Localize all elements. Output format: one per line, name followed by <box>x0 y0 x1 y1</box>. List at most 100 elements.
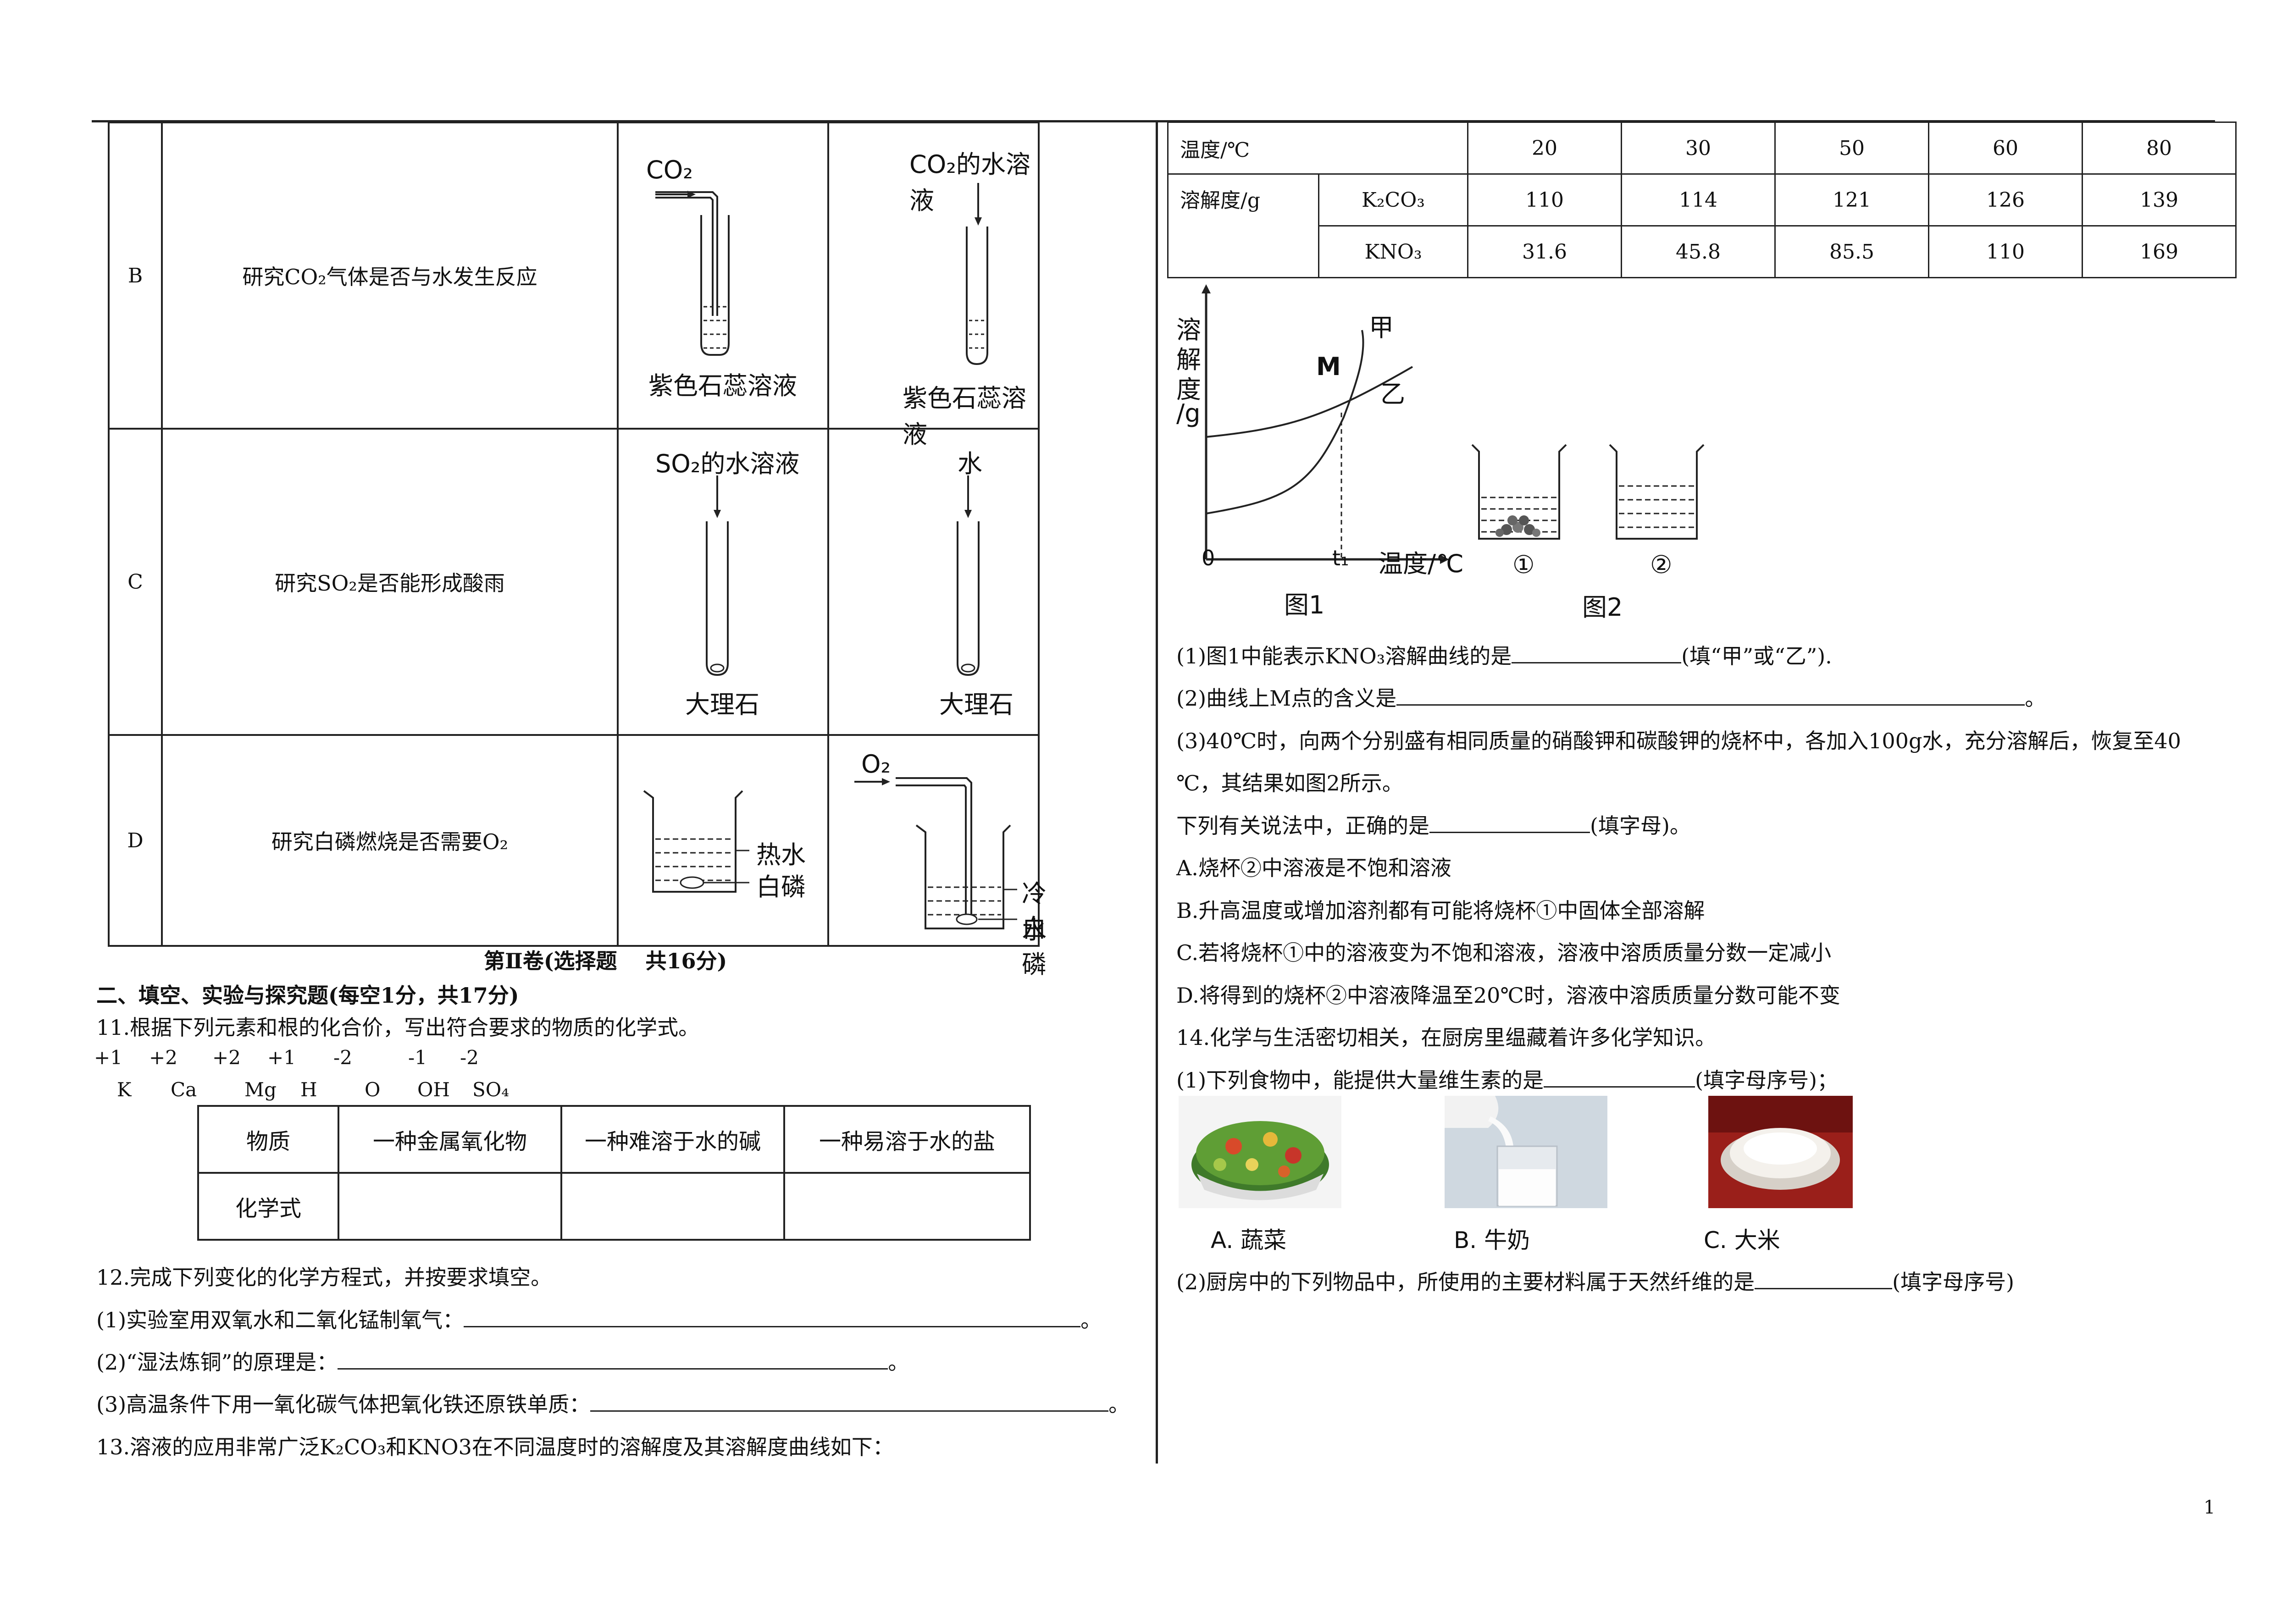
q14-q1-blank[interactable] <box>1544 1086 1695 1088</box>
q12-item-1: (1)实验室用双氧水和二氧化锰制氧气：。 <box>96 1304 1102 1334</box>
q12-blank-3[interactable] <box>590 1410 1109 1412</box>
solubility-curve-figure <box>1202 284 1449 564</box>
symbol-ca: Ca <box>171 1078 197 1101</box>
co2-solution-label: CO₂的水溶液 <box>909 150 1030 215</box>
hot-water-beaker <box>643 790 749 893</box>
water-label: 水 <box>958 449 982 478</box>
figure-c-left: SO₂的水溶液 大理石 <box>617 428 829 736</box>
o2-label: O₂ <box>861 750 891 779</box>
valence-ca: +2 <box>149 1046 177 1069</box>
q13-q1-tail: (填“甲”或“乙”). <box>1681 644 1832 668</box>
row-label-c: C <box>108 428 163 736</box>
temp-2: 30 <box>1621 122 1776 175</box>
q13-q3-ask-text: 下列有关说法中，正确的是 <box>1176 813 1429 838</box>
figure-d-right: O₂ 冷水 白磷 <box>827 734 1047 979</box>
q14-q2: (2)厨房中的下列物品中，所使用的主要材料属于天然纤维的是 (填字母序号) <box>1176 1265 2014 1296</box>
symbol-h: H <box>300 1078 317 1101</box>
co2-label: CO₂ <box>646 155 693 184</box>
q12-item-3-text: (3)高温条件下用一氧化碳气体把氧化铁还原铁单质： <box>96 1392 591 1417</box>
page-number: 1 <box>2204 1497 2215 1518</box>
q13-q1-blank[interactable] <box>1512 662 1682 663</box>
q13-q2-text: (2)曲线上M点的含义是 <box>1176 686 1397 711</box>
food-label-c: C. 大米 <box>1704 1227 1780 1254</box>
curve-label-jia: 甲 <box>1369 313 1394 342</box>
ylabel-char-4: /g <box>1176 399 1201 428</box>
beaker-2 <box>1609 444 1705 540</box>
litmus-label-2: 紫色石蕊溶液 <box>903 384 1026 449</box>
q14-q2-blank[interactable] <box>1755 1288 1893 1289</box>
header-soluble-salt: 一种易溶于水的盐 <box>783 1105 1031 1174</box>
q14-q2-tail: (填字母序号) <box>1892 1270 2015 1294</box>
q14-q1-tail: (填字母序号)； <box>1695 1068 1839 1093</box>
kno3-5: 169 <box>2082 225 2237 278</box>
ylabel-char-2: 解 <box>1176 345 1201 374</box>
q14-q1: (1)下列食物中，能提供大量维生素的是(填字母序号)； <box>1176 1064 1838 1094</box>
kno3-3: 85.5 <box>1774 225 1929 278</box>
q13-q3-ask: 下列有关说法中，正确的是 (填字母)。 <box>1176 809 1691 840</box>
beaker-2-label: ② <box>1650 550 1673 579</box>
food-label-b: B. 牛奶 <box>1454 1227 1530 1254</box>
figure-d-left: 热水 白磷 <box>617 734 829 947</box>
top-rule <box>92 120 2215 122</box>
curve-label-yi: 乙 <box>1380 380 1405 409</box>
symbol-mg: Mg <box>244 1078 277 1101</box>
temp-label: 温度/℃ <box>1167 122 1468 175</box>
header-insoluble-base: 一种难溶于水的碱 <box>560 1105 785 1174</box>
column-divider <box>1156 120 1158 1464</box>
valence-mg: +2 <box>212 1046 241 1069</box>
experiment-table: B 研究CO₂气体是否与水发生反应 CO₂ 紫色石蕊溶液 <box>108 122 1047 979</box>
k2co3-4: 126 <box>1928 173 2083 226</box>
answer-cell-3[interactable] <box>783 1172 1031 1241</box>
option-b: B.升高温度或增加溶剂都有可能将烧杯①中固体全部溶解 <box>1176 898 1705 923</box>
temp-4: 60 <box>1928 122 2083 175</box>
valence-o: -2 <box>333 1046 352 1069</box>
option-a: A.烧杯②中溶液是不饱和溶液 <box>1176 856 1451 880</box>
so2-tube-diagram <box>706 475 729 676</box>
row-label-b: B <box>108 122 163 430</box>
k2co3-3: 121 <box>1774 173 1929 226</box>
white-p-label-2: 白磷 <box>1022 914 1047 979</box>
section-title: 第Ⅱ卷(选择题 共16分) <box>484 949 727 973</box>
k2co3-5: 139 <box>2082 173 2237 226</box>
q13-q1: (1)图1中能表示KNO₃溶解曲线的是 (填“甲”或“乙”). <box>1176 640 1832 670</box>
k2co3-2: 114 <box>1621 173 1776 226</box>
answer-cell-2[interactable] <box>560 1172 785 1241</box>
ylabel-char-3: 度 <box>1176 375 1201 404</box>
valence-h: +1 <box>267 1046 296 1069</box>
q14-q2-text: (2)厨房中的下列物品中，所使用的主要材料属于天然纤维的是 <box>1176 1270 1755 1294</box>
q13-q2-blank[interactable] <box>1396 704 2025 706</box>
q13-text: 13.溶液的应用非常广泛K₂CO₃和KNO3在不同温度时的溶解度及其溶解度曲线如… <box>96 1435 894 1459</box>
q13-q3-ask-tail: (填字母)。 <box>1590 813 1691 838</box>
purpose-d: 研究白磷燃烧是否需要O₂ <box>161 734 619 947</box>
row-label-formula: 化学式 <box>197 1172 339 1241</box>
q12-item-3: (3)高温条件下用一氧化碳气体把氧化铁还原铁单质：。 <box>96 1388 1130 1418</box>
q13-q1-text: (1)图1中能表示KNO₃溶解曲线的是 <box>1176 644 1512 668</box>
marble-label-2: 大理石 <box>939 690 1014 719</box>
vegetable-salad-image <box>1179 1096 1341 1208</box>
q12-end-2: 。 <box>888 1350 909 1375</box>
figure-b-right: CO₂的水溶液 紫色石蕊溶液 <box>827 122 1040 449</box>
header-substance: 物质 <box>197 1105 339 1174</box>
kno3-2: 45.8 <box>1621 225 1776 278</box>
kno3-label: KNO₃ <box>1318 225 1468 278</box>
origin-label: 0 <box>1202 546 1215 570</box>
beaker-1 <box>1471 444 1567 540</box>
row-label-d: D <box>108 734 163 947</box>
q14-text: 14.化学与生活密切相关，在厨房里缊藏着许多化学知识。 <box>1176 1025 1717 1050</box>
q13-q3-blank[interactable] <box>1429 832 1590 833</box>
answer-cell-1[interactable] <box>338 1172 562 1241</box>
q12-blank-1[interactable] <box>464 1326 1081 1327</box>
q12-blank-2[interactable] <box>338 1368 888 1370</box>
symbol-o: O <box>365 1078 381 1101</box>
kno3-1: 31.6 <box>1467 225 1622 278</box>
kno3-4: 110 <box>1928 225 2083 278</box>
hot-water-label: 热水 <box>756 840 806 869</box>
x-axis-label: 温度/℃ <box>1378 549 1464 578</box>
q12-item-2: (2)“湿法炼铜”的原理是：。 <box>96 1346 909 1376</box>
q13-q2: (2)曲线上M点的含义是。 <box>1176 682 2046 712</box>
temp-3: 50 <box>1774 122 1929 175</box>
point-m-label: M <box>1316 352 1341 381</box>
figure-c-right: 水 大理石 <box>827 428 1040 736</box>
option-c: C.若将烧杯①中的溶液变为不饱和溶液，溶液中溶质质量分数一定减小 <box>1176 940 1832 965</box>
q12-item-1-text: (1)实验室用双氧水和二氧化锰制氧气： <box>96 1308 464 1332</box>
